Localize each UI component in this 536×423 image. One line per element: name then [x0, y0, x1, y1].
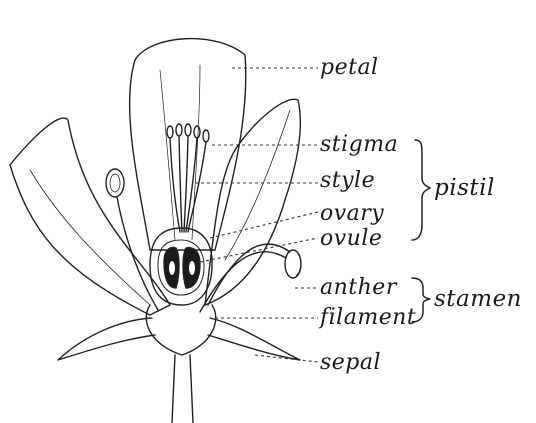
leader-ovary: [210, 212, 318, 238]
label-ovule: ovule: [320, 228, 382, 250]
right-petal-shape: [205, 99, 300, 305]
left-petal-shape: [10, 118, 170, 315]
label-filament: filament: [320, 307, 416, 329]
pistil-brace: [412, 140, 430, 240]
receptacle-shape: [146, 305, 215, 355]
right-sepal: [208, 318, 300, 360]
label-ovary: ovary: [320, 203, 384, 225]
leader-sepal: [255, 355, 318, 362]
ovule-shape: [164, 248, 200, 288]
style-group: [170, 136, 206, 232]
label-petal: petal: [320, 57, 379, 79]
label-pistil: pistil: [434, 177, 495, 200]
stem-shape: [172, 355, 193, 423]
left-sepal: [58, 318, 155, 360]
label-stigma: stigma: [320, 134, 398, 156]
label-stamen: stamen: [434, 288, 522, 311]
label-sepal: sepal: [320, 352, 381, 374]
label-style: style: [320, 170, 375, 192]
right-stamen: [200, 244, 301, 312]
label-anther: anther: [320, 277, 397, 299]
